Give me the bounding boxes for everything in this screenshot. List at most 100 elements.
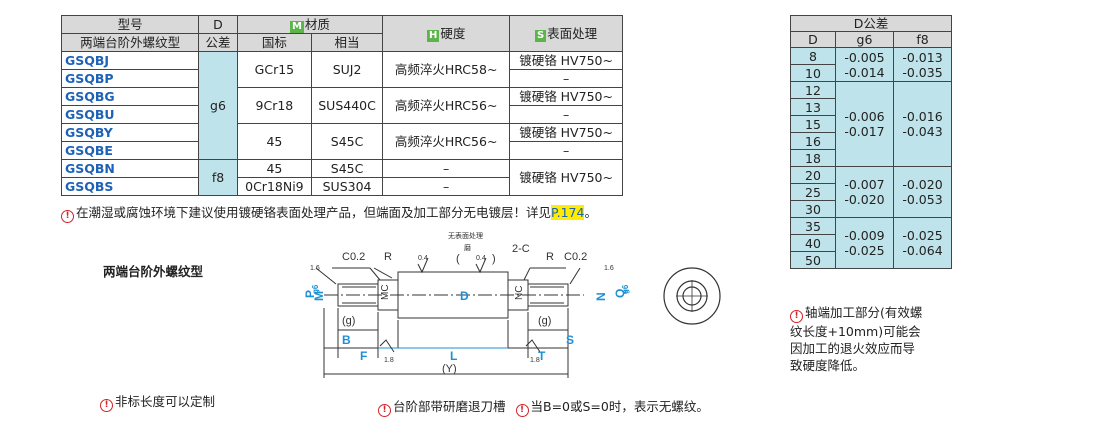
shaft-drawing: C0.2 R 1.6 0.4 无表面处理 磨 ( ) 0.4 2-C R C0.… xyxy=(303,231,630,378)
nc-label: NC xyxy=(514,286,525,300)
hardness-cell: – xyxy=(382,177,511,196)
g6-group: -0.005-0.014 xyxy=(835,47,894,82)
ra-18-right: 1.8 xyxy=(530,357,540,364)
warning-icon: ! xyxy=(378,404,391,417)
note-groove: !台阶部带研磨退刀槽 !当B=0或S=0时，表示无螺纹。 xyxy=(378,398,709,417)
d-value: 25 xyxy=(790,183,836,201)
two-c-label: 2-C xyxy=(512,243,530,255)
note-length-text: 非标长度可以定制 xyxy=(115,394,216,409)
f8-group: -0.025-0.064 xyxy=(892,217,953,269)
d-value: 10 xyxy=(790,64,836,82)
end-view-drawing xyxy=(663,267,721,325)
g6-upper: -0.005 xyxy=(844,49,885,65)
r-right: R xyxy=(546,251,554,263)
surface-cell: 镀硬铬 HV750~ xyxy=(509,51,623,70)
header-tolerance: 公差 xyxy=(198,33,238,52)
t-label: T xyxy=(538,349,546,363)
ra-04-left: 0.4 xyxy=(418,255,428,262)
surface-cell: – xyxy=(509,69,623,88)
g6-group: -0.009-0.025 xyxy=(835,217,894,269)
d-value: 40 xyxy=(790,234,836,252)
code-cell[interactable]: GSQBN xyxy=(60,159,200,178)
code-cell[interactable]: GSQBS xyxy=(60,177,200,196)
g-left: (g) xyxy=(342,315,355,327)
warning-icon: ! xyxy=(61,210,74,223)
tolerance-g6: g6 xyxy=(198,51,238,160)
header-equivalent: 相当 xyxy=(310,33,384,52)
ra-16-left: 1.6 xyxy=(310,265,320,272)
d-value: 20 xyxy=(790,166,836,184)
tolerance-f8: f8 xyxy=(198,159,238,196)
code-cell[interactable]: GSQBG xyxy=(60,87,200,106)
f8-group: -0.013-0.035 xyxy=(892,47,953,82)
f8-upper: -0.020 xyxy=(902,177,943,192)
hardness-cell: 高频淬火HRC56~ xyxy=(382,87,511,124)
no-surface-label: 无表面处理 xyxy=(448,231,483,240)
ra-16-right: 1.6 xyxy=(604,265,614,272)
code-cell[interactable]: GSQBP xyxy=(60,69,200,88)
note-right: !轴端加工部分(有效螺 纹长度+10mm)可能会 因加工的退火效应而导 致硬度降… xyxy=(790,304,970,374)
d-value: 30 xyxy=(790,200,836,218)
material-gb: 9Cr18 xyxy=(236,87,312,124)
g6-lower: -0.014 xyxy=(844,64,885,80)
note-right-line-text: 轴端加工部分(有效螺 xyxy=(805,305,923,320)
p-label: P xyxy=(303,290,317,298)
page-link[interactable]: P.174 xyxy=(551,205,585,220)
n-label: N xyxy=(594,292,608,301)
material-eq: SUS304 xyxy=(310,177,384,196)
d-value: 8 xyxy=(790,47,836,65)
d-value: 13 xyxy=(790,98,836,116)
d-tolerance-table: D公差 D g6 f8 8 -0.005-0.014 -0.013-0.035 … xyxy=(789,15,953,269)
l-label: L xyxy=(450,349,457,363)
s-label: S xyxy=(566,333,574,347)
note-right-line: !轴端加工部分(有效螺 xyxy=(790,304,970,323)
d-label: D xyxy=(460,289,469,303)
surface-cell: 镀硬铬 HV750~ xyxy=(509,159,623,196)
warning-icon: ! xyxy=(100,399,113,412)
material-gb: 45 xyxy=(236,123,312,160)
g6-upper: -0.006 xyxy=(844,109,885,124)
note-right-line: 因加工的退火效应而导 xyxy=(790,341,916,356)
paren-open: ( xyxy=(456,253,460,265)
y-label: (Y) xyxy=(442,363,457,375)
f8-upper: -0.025 xyxy=(902,228,943,243)
ra-04-mid: 0.4 xyxy=(476,255,486,262)
hardness-cell: 高频淬火HRC58~ xyxy=(382,51,511,88)
f8-upper: -0.013 xyxy=(902,49,943,65)
note-right-line: 致硬度降低。 xyxy=(790,358,866,373)
material-gb: 0Cr18Ni9 xyxy=(236,177,312,196)
mc-label: MC xyxy=(380,284,391,300)
material-eq: SUJ2 xyxy=(310,51,384,88)
material-eq: S45C xyxy=(310,123,384,160)
ra-18-left: 1.8 xyxy=(384,357,394,364)
d-value: 18 xyxy=(790,149,836,167)
header-hardness-label: 硬度 xyxy=(440,25,466,41)
g6-q-label: g6 xyxy=(621,284,630,294)
note-main-text: 在潮湿或腐蚀环境下建议使用镀硬铬表面处理产品，但端面及加工部分无电镀层！详见 xyxy=(76,205,552,220)
code-cell[interactable]: GSQBJ xyxy=(60,51,200,70)
surface-cell: 镀硬铬 HV750~ xyxy=(509,87,623,106)
header-material-label: 材质 xyxy=(304,16,330,32)
code-cell[interactable]: GSQBY xyxy=(60,123,200,142)
d-table-header: g6 xyxy=(835,31,894,48)
g6-p-label: g6 xyxy=(311,284,320,294)
hardness-cell: 高频淬火HRC56~ xyxy=(382,123,511,160)
hardness-cell: – xyxy=(382,159,511,178)
f8-group: -0.020-0.053 xyxy=(892,166,953,218)
c02-right: C0.2 xyxy=(564,251,587,263)
material-tag: M xyxy=(289,20,304,33)
f-label: F xyxy=(360,349,367,363)
f8-lower: -0.053 xyxy=(902,192,943,207)
header-type-name: 两端台阶外螺纹型 xyxy=(60,33,200,52)
note-main-end: 。 xyxy=(584,205,597,220)
f8-lower: -0.064 xyxy=(902,243,943,258)
header-surface-label: 表面处理 xyxy=(547,25,598,41)
note-zero-text: 当B=0或S=0时，表示无螺纹。 xyxy=(530,399,709,414)
g6-lower: -0.025 xyxy=(844,243,885,258)
g6-group: -0.007-0.020 xyxy=(835,166,894,218)
paren-close: ) xyxy=(492,253,496,265)
code-cell[interactable]: GSQBE xyxy=(60,141,200,160)
code-cell[interactable]: GSQBU xyxy=(60,105,200,124)
